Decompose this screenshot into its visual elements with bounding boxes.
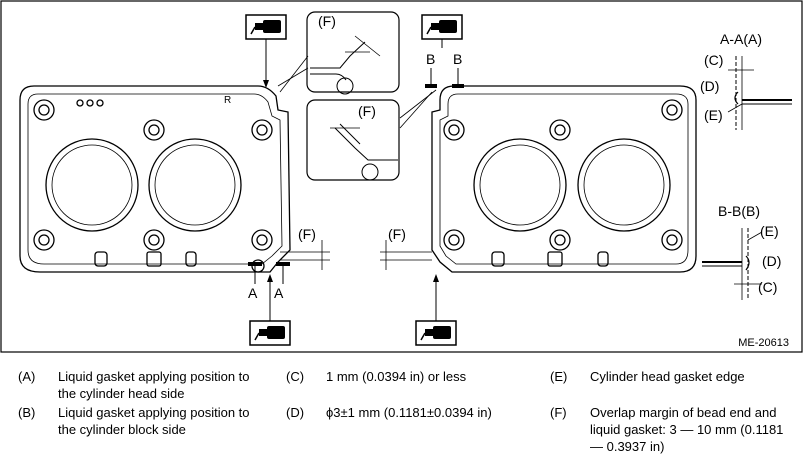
section-b-title: B-B(B): [718, 203, 760, 219]
dim-f-bottom-left: [280, 240, 330, 270]
legend-item-f: (F) Overlap margin of bead end and liqui…: [532, 404, 800, 455]
legend-text: 1 mm (0.0394 in) or less: [326, 369, 467, 384]
legend-text: ϕ3±1 mm (0.1181±0.0394 in): [326, 405, 492, 420]
legend-text: Cylinder head gasket edge: [590, 369, 745, 384]
applicator-icon-top-right: [421, 14, 463, 40]
legend-item-c: (C) 1 mm (0.0394 in) or less: [268, 368, 536, 385]
label-d-section-b: (D): [762, 253, 781, 269]
label-e-section-b: (E): [760, 223, 779, 239]
label-c-section-a: (C): [704, 52, 723, 68]
figure-id: ME-20613: [738, 337, 789, 349]
label-f-lower: (F): [358, 103, 376, 119]
legend-item-a: (A) Liquid gasket applying position to t…: [0, 368, 268, 402]
gasket-drawing: R: [0, 0, 803, 353]
section-b-markers: [425, 68, 464, 88]
figure-frame: [0, 0, 803, 353]
label-b-right: B: [453, 51, 462, 67]
label-b-left: B: [426, 51, 435, 67]
applicator-icon-bottom-left: [249, 320, 291, 346]
label-c-section-b: (C): [758, 279, 777, 295]
label-a-left: A: [248, 285, 258, 301]
applicator-icon-top-left: [245, 14, 287, 40]
legend-item-e: (E) Cylinder head gasket edge: [532, 368, 800, 385]
legend-key: (C): [286, 369, 305, 384]
legend-item-b: (B) Liquid gasket applying position to t…: [0, 404, 268, 438]
right-gasket: [431, 85, 697, 273]
legend-key: (F): [550, 405, 567, 420]
legend-text: Overlap margin of bead end and liquid ga…: [590, 405, 784, 454]
legend-text: Liquid gasket applying position to the c…: [58, 405, 250, 437]
section-a-markers: [248, 262, 290, 284]
label-f-upper: (F): [318, 13, 336, 29]
legend-key: (D): [286, 405, 305, 420]
dim-f-bottom-right: [380, 240, 432, 270]
legend-item-d: (D) ϕ3±1 mm (0.1181±0.0394 in): [268, 404, 536, 421]
detail-box-lower: [306, 89, 437, 181]
legend-key: (A): [18, 369, 36, 384]
legend-key: (E): [550, 369, 568, 384]
left-gasket: [19, 85, 291, 273]
label-a-right: A: [274, 285, 284, 301]
arrow-head: [263, 80, 269, 88]
detail-box-upper: [277, 11, 400, 95]
applicator-icon-bottom-right: [415, 320, 457, 346]
label-d-section-a: (D): [700, 78, 719, 94]
label-e-section-a: (E): [704, 107, 723, 123]
label-f-bottom-left: (F): [298, 226, 316, 242]
label-f-bottom-right: (F): [388, 226, 406, 242]
gasket-diagram: R: [0, 0, 803, 353]
r-mark: R: [224, 95, 231, 106]
legend-text: Liquid gasket applying position to the c…: [58, 369, 250, 401]
section-a-detail: [727, 56, 792, 130]
section-a-title: A-A(A): [720, 31, 762, 47]
legend-key: (B): [18, 405, 36, 420]
section-b-detail: [702, 228, 763, 300]
